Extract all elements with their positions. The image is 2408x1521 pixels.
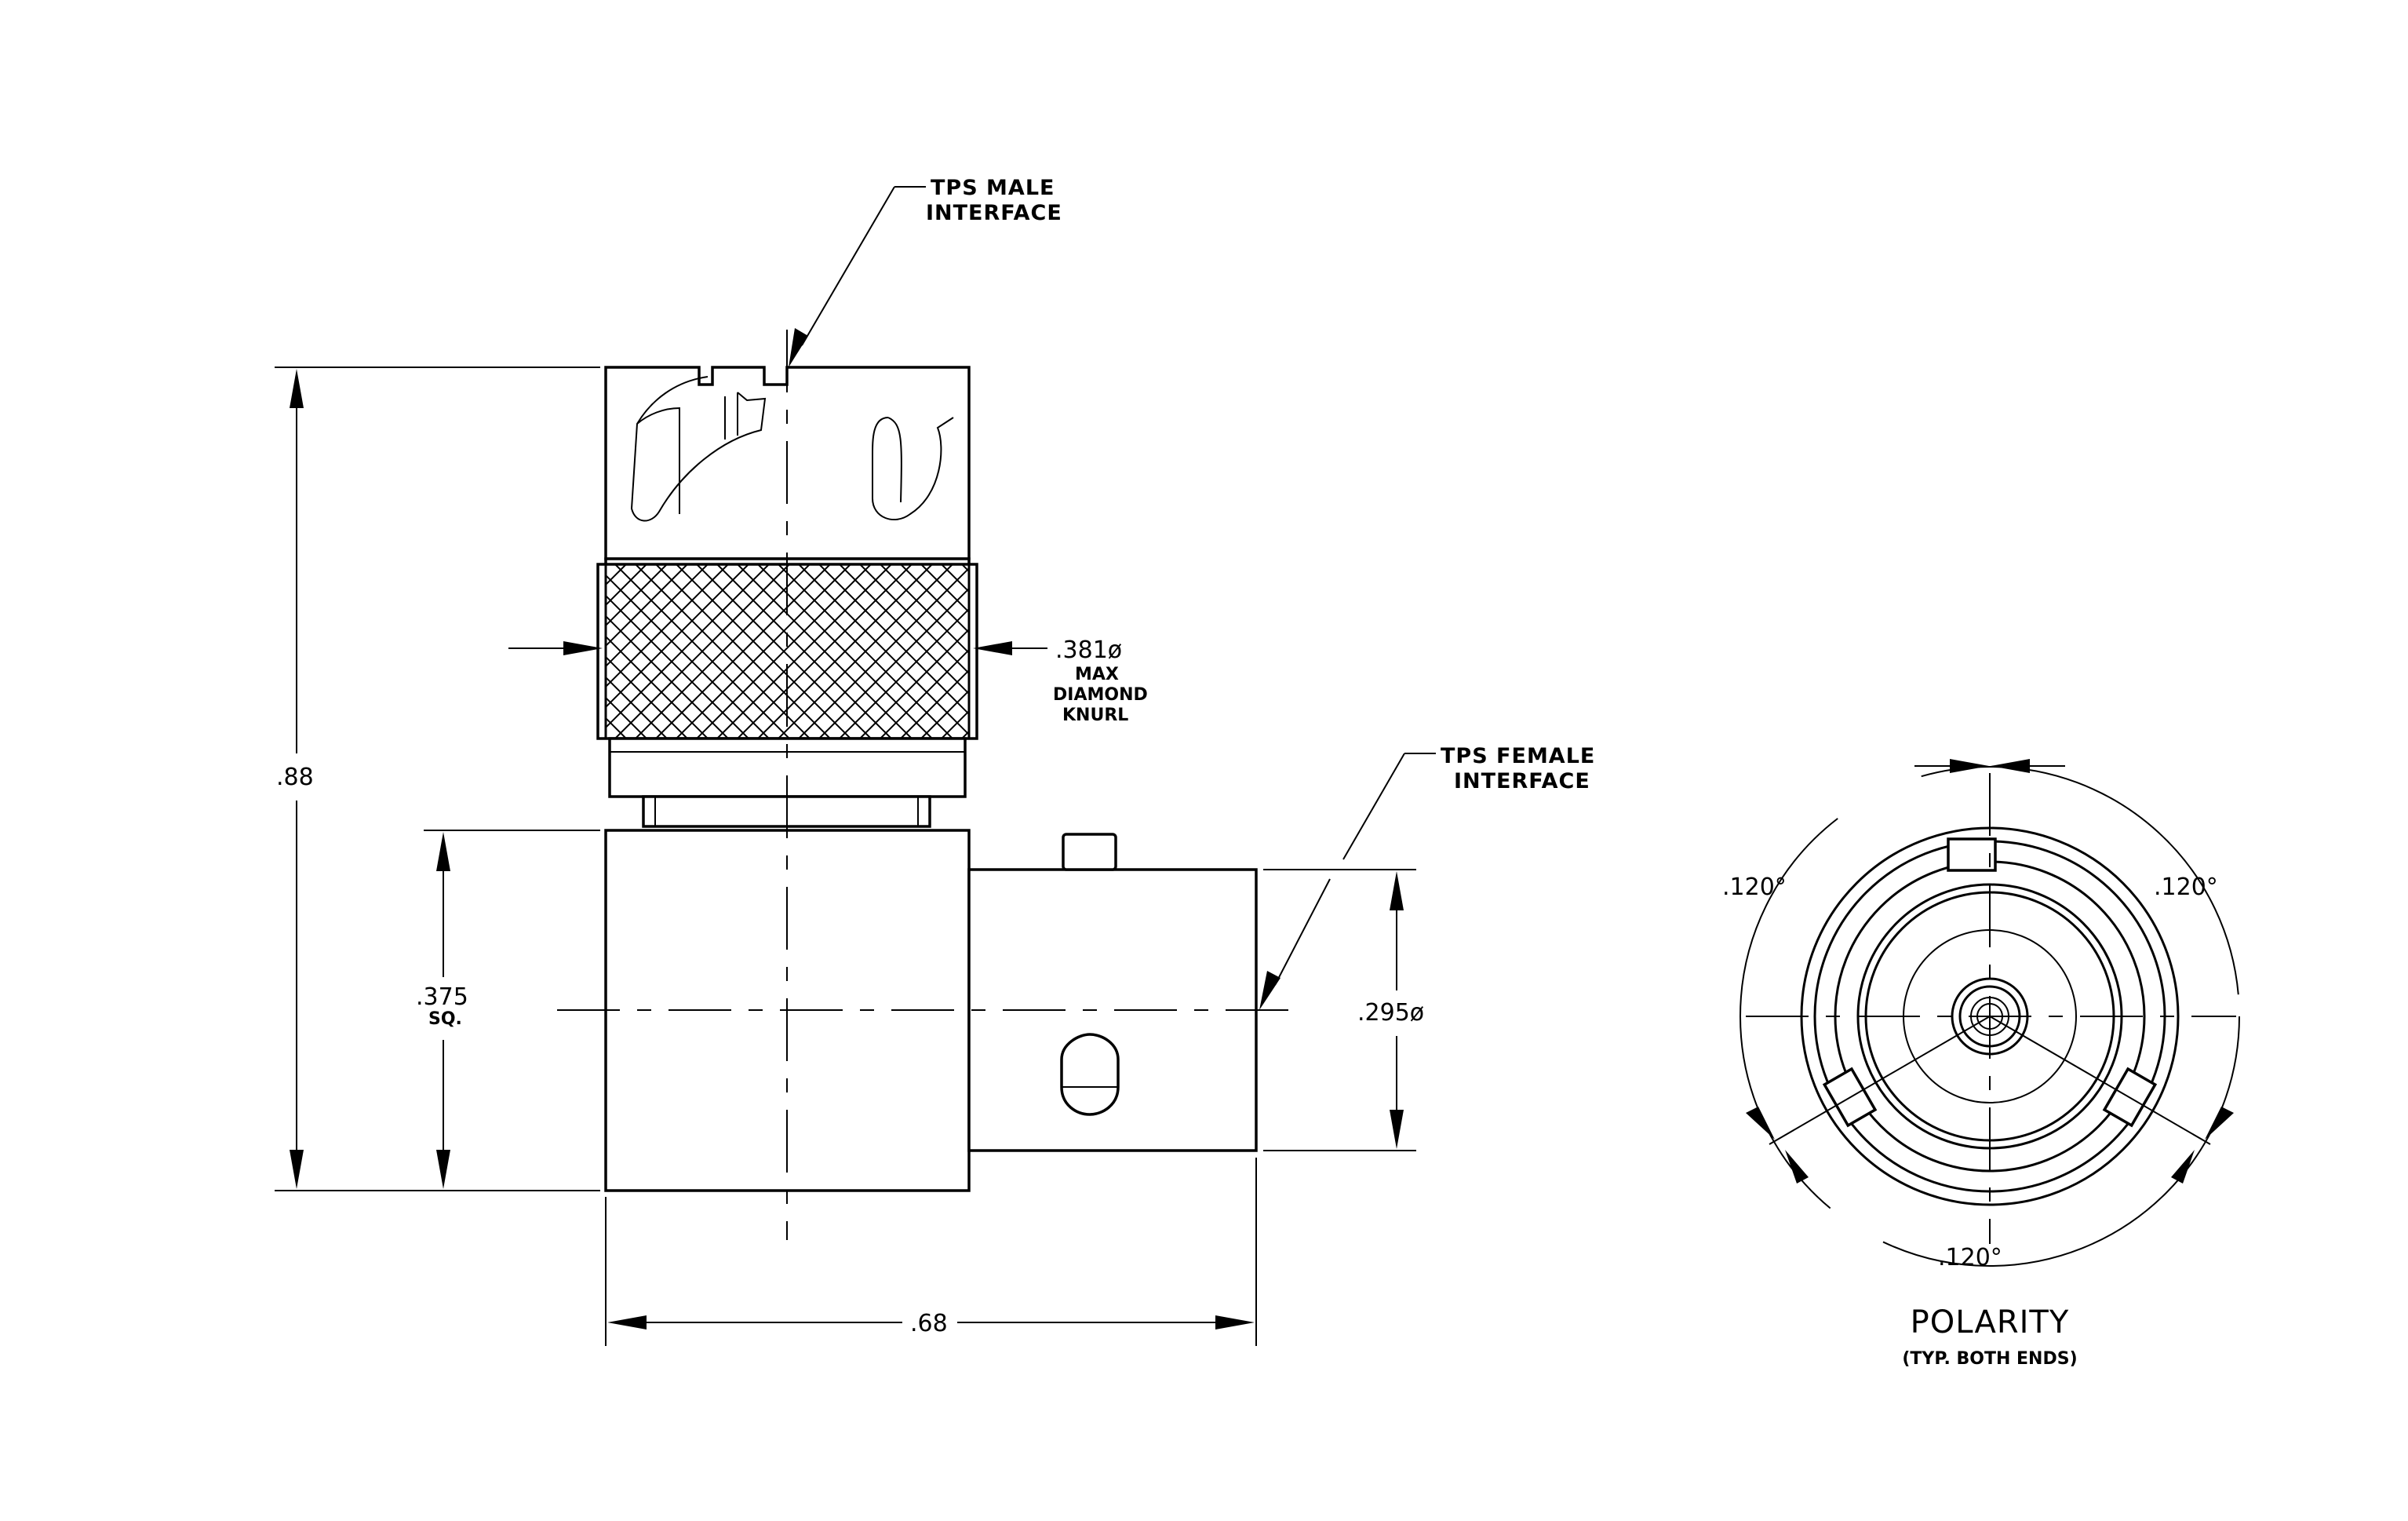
body-square-value: .375 <box>416 983 468 1011</box>
knurl-hatch-line <box>920 689 969 739</box>
knurl-diameter-value: .381ø <box>1055 636 1122 664</box>
polarity-angle-left: .120° <box>1722 874 1787 901</box>
knurl-note-max: MAX <box>1075 665 1119 684</box>
polarity-key-top <box>1947 837 1997 872</box>
body-square-note: SQ. <box>428 1009 462 1029</box>
knurl-hatch-line <box>900 669 969 739</box>
knurl-hatch-line <box>1105 564 1279 739</box>
polarity-end-view <box>1740 759 2240 1267</box>
polarity-angle-bottom: .120° <box>1938 1244 2002 1271</box>
male-interface-label-line1: TPS MALE <box>931 176 1055 200</box>
knurl-hatch-line <box>716 564 892 739</box>
knurl-hatch-line <box>859 628 969 739</box>
knurl-hatch-line <box>606 564 749 709</box>
dim-knurl-arrows <box>508 641 1047 655</box>
side-view <box>275 186 1436 1346</box>
knurl-hatch-line <box>606 655 688 739</box>
knurl-hatch-line <box>655 564 831 739</box>
female-leader <box>1259 753 1436 1010</box>
knurl-hatch-line <box>606 696 647 739</box>
female-diameter-value: .295ø <box>1357 999 1424 1027</box>
female-interface-label-line2: INTERFACE <box>1454 769 1590 793</box>
overall-height-value: .88 <box>276 764 314 791</box>
knurl-hatch-line <box>818 587 969 739</box>
knurl-hatch-line <box>606 564 688 647</box>
knurl-hatch-line <box>635 564 811 739</box>
knurl-hatch-line <box>606 564 770 729</box>
knurl-hatch-line <box>880 648 969 739</box>
knurl-hatch-line <box>1105 564 1279 739</box>
male-leader <box>789 186 926 367</box>
knurled-ring <box>596 557 1299 828</box>
knurl-hatch-line <box>606 564 668 627</box>
knurl-hatch-line <box>606 564 709 668</box>
female-interface-barrel <box>967 833 1258 1152</box>
knurl-hatch-line <box>737 564 913 739</box>
knurl-hatch-line <box>1125 564 1299 739</box>
polarity-angle-right: .120° <box>2154 874 2218 901</box>
knurl-hatch-line <box>606 564 647 607</box>
knurl-hatch-line <box>696 564 872 739</box>
knurl-hatch-line <box>614 564 790 739</box>
male-interface-label-line2: INTERFACE <box>926 201 1062 225</box>
overall-width-value: .68 <box>910 1310 948 1337</box>
knurl-hatch-line <box>676 564 851 739</box>
polarity-title: POLARITY <box>1911 1304 2070 1340</box>
knurl-note-knurl: KNURL <box>1062 706 1128 725</box>
dim-female-diameter <box>1263 869 1416 1151</box>
dim-overall-height <box>275 367 600 1191</box>
knurl-hatch-line <box>798 567 969 739</box>
dim-body-square <box>424 830 600 1189</box>
knurl-hatch-line <box>606 676 668 739</box>
knurl-hatch-line <box>1125 564 1299 739</box>
female-interface-label-line1: TPS FEMALE <box>1441 744 1595 768</box>
knurl-hatch-line <box>606 564 729 688</box>
knurl-hatch-line <box>900 564 969 634</box>
polarity-subtitle: (TYP. BOTH ENDS) <box>1902 1349 2077 1369</box>
knurl-note-diamond: DIAMOND <box>1053 685 1148 705</box>
dim-overall-width <box>605 1158 1257 1346</box>
knurl-hatch-line <box>778 564 953 739</box>
knurl-hatch-line <box>920 564 969 614</box>
knurl-hatch-line <box>839 607 969 739</box>
